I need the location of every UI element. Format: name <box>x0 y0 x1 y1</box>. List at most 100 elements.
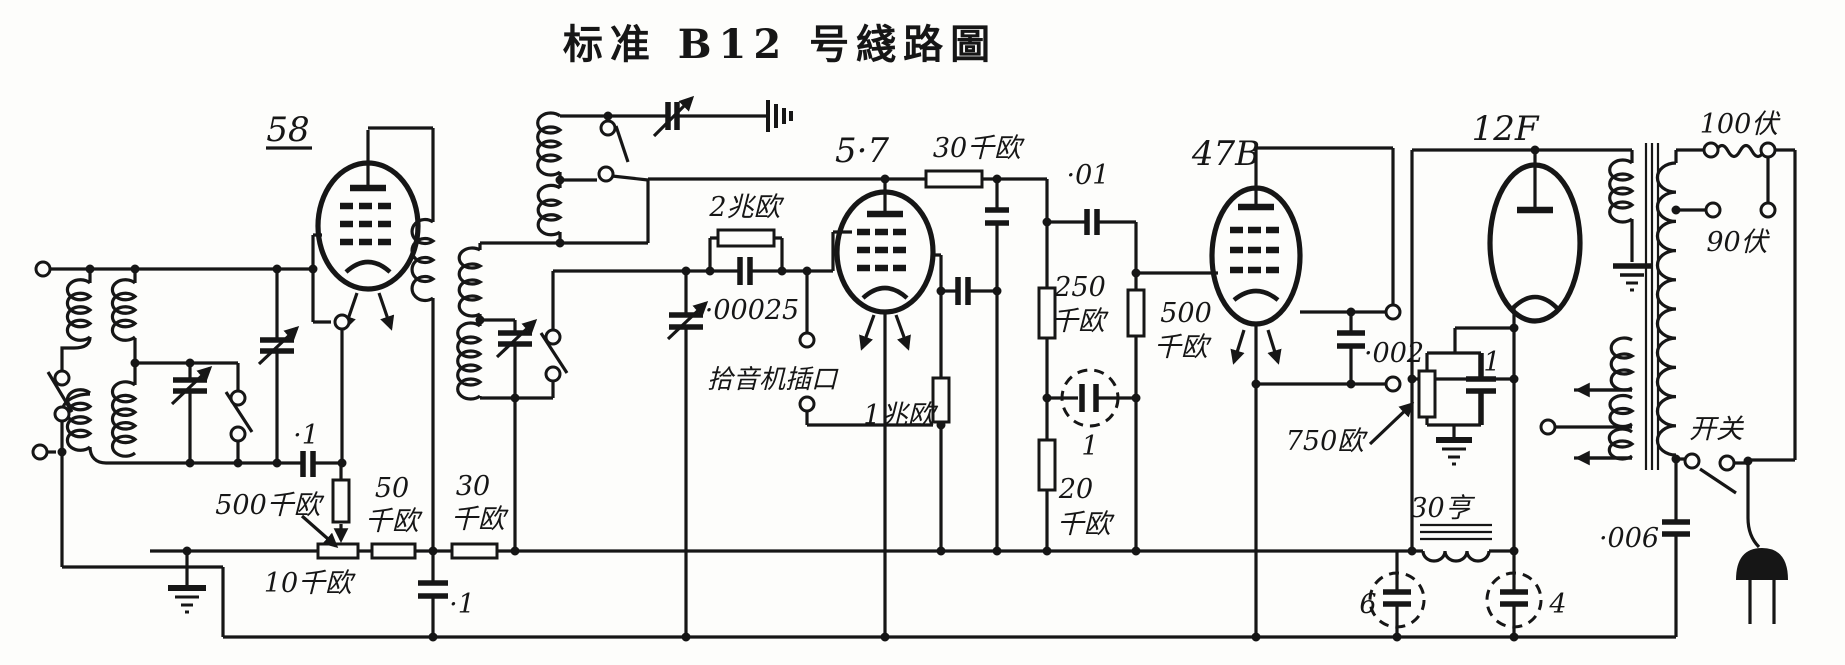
components <box>46 95 1788 637</box>
label-resistor-20k-unit: 千欧 <box>1057 509 1115 540</box>
ground-transformer <box>1620 273 1644 292</box>
transformer-filament-winding-3 <box>1607 427 1635 461</box>
label-resistor-500k-right-unit: 千欧 <box>1154 332 1212 363</box>
regen-switch <box>614 125 630 163</box>
label-resistor-250k-value: 250 <box>1053 272 1106 303</box>
label-resistor-10k: 10千欧 <box>264 568 356 599</box>
cathode-tap <box>333 313 351 331</box>
transformer-hv-winding <box>1608 158 1635 224</box>
variable-cap-antenna <box>170 363 213 463</box>
electrolytic-cap-6mf <box>1368 551 1426 637</box>
label-cap-1mf-bias: 1 <box>1483 347 1500 378</box>
label-resistor-1m: 1兆欧 <box>863 400 938 431</box>
antenna-coil-primary <box>65 278 93 342</box>
label-power-switch: 开关 <box>1689 414 1745 445</box>
label-choke-30h: 30亨 <box>1410 493 1475 524</box>
antenna-terminal <box>34 260 52 278</box>
wiring <box>47 114 1797 639</box>
speaker-terminal-1 <box>1384 303 1402 321</box>
electrolytic-cap-4mf <box>1485 551 1543 637</box>
volume-pot-resistor <box>316 542 360 560</box>
label-cap-point006: ·006 <box>1599 523 1659 554</box>
band-switch-left <box>46 371 74 413</box>
filament-ct-terminal <box>1539 418 1557 436</box>
tube-58 <box>311 160 421 331</box>
mains-switch-blade <box>1699 467 1737 495</box>
resistor-2m <box>716 228 776 248</box>
resistor-750ohm <box>1417 369 1437 419</box>
transformer-core <box>1644 143 1660 470</box>
junction-dots <box>57 111 1753 642</box>
label-resistor-500k-right-value: 500 <box>1160 298 1212 329</box>
label-cap-point1-bottom: ·1 <box>449 589 475 620</box>
transformer-filament-winding-1 <box>1609 336 1636 392</box>
label-pickup-jack: 拾音机插口 <box>707 365 839 395</box>
label-resistor-50k-value: 50 <box>375 473 409 504</box>
resistor-30k-plate <box>924 169 984 189</box>
ground-bias <box>1436 437 1472 466</box>
label-cap-point002: ·002 <box>1364 338 1424 369</box>
label-resistor-30k-plate: 30千欧 <box>933 133 1025 164</box>
label-tube-58: 58 <box>266 110 309 150</box>
resistor-250k <box>1037 286 1057 340</box>
cap-1mf-bias <box>1466 353 1496 425</box>
filter-choke-coil <box>1421 550 1491 563</box>
tube-12F <box>1487 162 1583 324</box>
resistor-30k <box>450 542 499 560</box>
label-resistor-50k-unit: 千欧 <box>365 506 423 537</box>
antenna-coil-primary-2 <box>65 388 93 452</box>
detector-coil-2 <box>456 321 483 401</box>
tickler-coil-2 <box>536 183 563 237</box>
tickler-coil <box>536 111 563 177</box>
resistor-20k <box>1037 438 1057 492</box>
cap-00025 <box>737 257 753 285</box>
label-tube-12f: 12F <box>1472 109 1540 149</box>
electrolytic-cap-1mf <box>1060 368 1120 428</box>
label-resistor-30k-value: 30 <box>456 471 490 502</box>
label-tap-100v: 100伏 <box>1700 109 1782 140</box>
choke-core <box>1420 523 1492 541</box>
detector-coil <box>457 246 484 318</box>
power-plug-icon <box>1736 548 1788 624</box>
label-cap-00025: ·00025 <box>705 295 799 326</box>
labels: 标准 B12 号綫路圖 58 5·7 47B 12F 30千欧 ·1 500千欧… <box>215 21 1781 620</box>
label-resistor-750ohm: 750欧 <box>1286 426 1369 457</box>
diagram-title: 标准 B12 号綫路圖 <box>563 21 997 68</box>
fuse-link <box>1714 143 1766 159</box>
cap-point1-series <box>300 451 316 477</box>
tube-57 <box>834 189 936 351</box>
label-resistor-250k-unit: 千欧 <box>1051 306 1109 337</box>
coils <box>65 111 1766 563</box>
pickup-jack-top <box>798 331 816 349</box>
label-resistor-20k-value: 20 <box>1058 474 1093 505</box>
label-cap-6mf: 6 <box>1359 589 1376 620</box>
label-resistor-2m: 2兆欧 <box>708 192 784 223</box>
transformer-filament-winding-2 <box>1608 393 1635 429</box>
cap-point002 <box>1337 330 1365 349</box>
pickup-jack-bottom <box>798 395 816 413</box>
label-tap-90v: 90伏 <box>1706 227 1770 258</box>
ground-terminal <box>31 443 49 461</box>
variable-cap-regen <box>652 95 695 138</box>
tuning-coil-secondary-2 <box>110 380 138 458</box>
ground-chassis <box>168 585 206 614</box>
tube-47B <box>1209 185 1303 365</box>
label-cap-point01: ·01 <box>1067 160 1110 191</box>
terminals <box>31 119 1777 472</box>
variable-cap-detector <box>495 318 538 398</box>
tap-100v-plug <box>1759 201 1777 219</box>
tap-90v-plug <box>1704 201 1722 219</box>
resistor-50k <box>370 542 417 560</box>
label-pointer-500k <box>300 514 339 548</box>
resistor-500k-right <box>1126 288 1146 338</box>
transformer-mains-winding <box>1655 161 1677 457</box>
resistor-1m <box>931 376 951 424</box>
rf-choke-coil <box>410 217 436 303</box>
phone-jack-icon <box>766 100 793 132</box>
variable-cap-main-tuning <box>666 271 709 637</box>
label-pointer-750 <box>1368 401 1415 446</box>
tuning-coil-secondary <box>110 278 138 342</box>
label-tube-57: 5·7 <box>835 131 889 171</box>
